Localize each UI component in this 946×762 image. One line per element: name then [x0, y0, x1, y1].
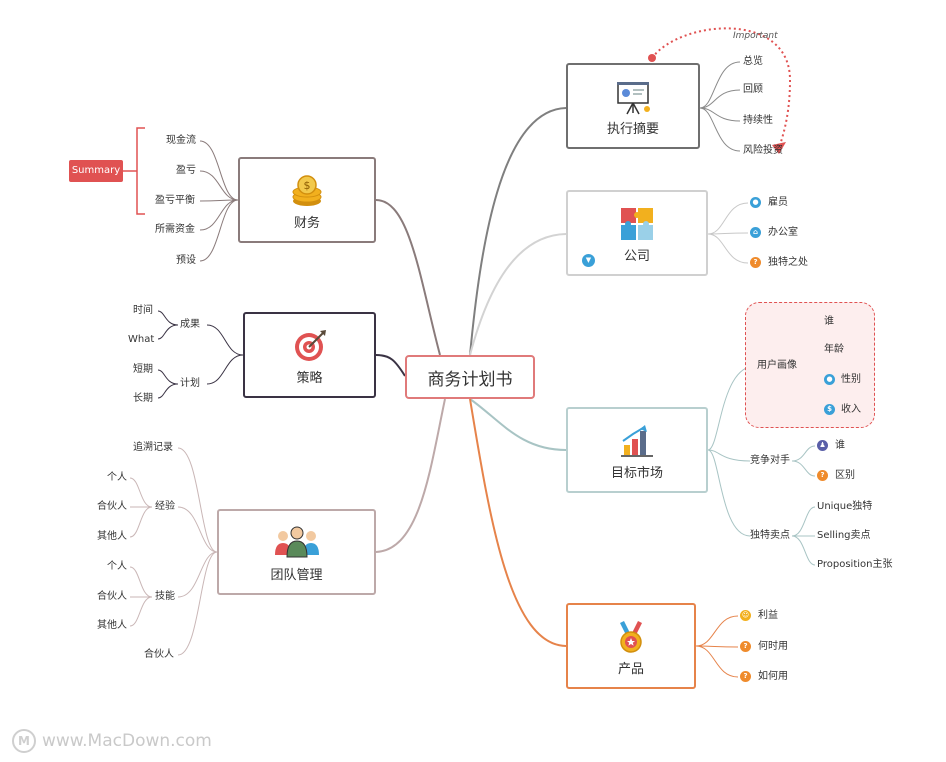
office-home-icon: ⌂	[750, 227, 761, 238]
competitor-who[interactable]: 谁	[835, 440, 845, 451]
branch-company	[469, 233, 567, 356]
central-topic-label: 商务计划书	[427, 369, 513, 390]
team-people-icon	[272, 523, 322, 563]
watermark: M www.MacDown.com	[12, 729, 212, 753]
how-question-icon: ?	[740, 671, 751, 682]
topic-company-label: 公司	[623, 249, 650, 264]
market-persona[interactable]: 用户画像	[757, 360, 797, 371]
experience-individual[interactable]: 个人	[107, 472, 127, 483]
results-what[interactable]: What	[128, 334, 155, 345]
competitor-user-icon: ♟	[817, 440, 828, 451]
usp-proposition[interactable]: Proposition主张	[817, 559, 893, 570]
difference-question-icon: ?	[817, 470, 828, 481]
branch-team	[375, 398, 446, 553]
company-flag-icon: ▼	[582, 254, 595, 267]
watermark-text: www.MacDown.com	[42, 731, 212, 751]
gender-person-icon: ●	[824, 374, 835, 385]
topic-finance-label: 财务	[293, 216, 320, 231]
summary-label[interactable]: Summary	[69, 160, 123, 182]
topic-team-label: 团队管理	[270, 568, 323, 583]
experience-others[interactable]: 其他人	[97, 531, 127, 542]
persona-income[interactable]: 收入	[841, 404, 861, 415]
product-item-when[interactable]: 何时用	[758, 641, 788, 652]
topic-company[interactable]: ▼ 公司	[566, 190, 708, 276]
persona-group-highlight	[745, 302, 875, 428]
finance-item-cashflow[interactable]: 现金流	[166, 135, 196, 146]
plan-long[interactable]: 长期	[133, 393, 153, 404]
company-item-unique[interactable]: 独特之处	[768, 257, 808, 268]
target-icon	[292, 328, 328, 368]
exec-item-review[interactable]: 回顾	[743, 84, 763, 95]
market-competitors[interactable]: 竞争对手	[750, 455, 790, 466]
topic-target-market[interactable]: 目标市场	[566, 407, 708, 493]
exec-item-overview[interactable]: 总览	[743, 56, 763, 67]
puzzle-icon	[619, 206, 655, 246]
finance-item-breakeven[interactable]: 盈亏平衡	[155, 195, 195, 206]
summary-bracket	[136, 127, 145, 215]
finance-item-assumptions[interactable]: 预设	[176, 255, 196, 266]
experience-partner[interactable]: 合伙人	[97, 501, 127, 512]
topic-team[interactable]: 团队管理	[217, 509, 376, 595]
persona-age[interactable]: 年龄	[824, 344, 844, 355]
team-experience[interactable]: 经验	[155, 501, 175, 512]
exec-item-venture[interactable]: 风险投资	[743, 145, 783, 156]
product-item-benefit[interactable]: 利益	[758, 610, 778, 621]
company-item-employees[interactable]: 雇员	[768, 197, 788, 208]
topic-target-market-label: 目标市场	[610, 466, 663, 481]
income-dollar-icon: $	[824, 404, 835, 415]
team-track-record[interactable]: 追溯记录	[133, 442, 173, 453]
topic-product[interactable]: 产品	[566, 603, 696, 689]
presentation-board-icon	[614, 79, 652, 121]
coins-icon: $	[289, 173, 325, 213]
usp-unique[interactable]: Unique独特	[817, 501, 873, 512]
results-time[interactable]: 时间	[133, 305, 153, 316]
skills-individual[interactable]: 个人	[107, 561, 127, 572]
skills-others[interactable]: 其他人	[97, 620, 127, 631]
central-topic[interactable]: 商务计划书	[405, 355, 535, 399]
when-question-icon: ?	[740, 641, 751, 652]
team-skills[interactable]: 技能	[155, 591, 175, 602]
svg-text:$: $	[304, 179, 311, 192]
team-partner[interactable]: 合伙人	[144, 649, 174, 660]
usp-selling[interactable]: Selling卖点	[817, 530, 871, 541]
branch-market	[469, 398, 567, 451]
branch-product	[469, 398, 567, 647]
bar-chart-icon	[619, 423, 655, 463]
benefit-smile-icon: ☺	[740, 610, 751, 621]
strategy-results[interactable]: 成果	[180, 319, 200, 330]
topic-product-label: 产品	[617, 662, 644, 677]
plan-short[interactable]: 短期	[133, 364, 153, 375]
finance-item-pnl[interactable]: 盈亏	[176, 165, 196, 176]
product-item-how[interactable]: 如何用	[758, 671, 788, 682]
topic-strategy[interactable]: 策略	[243, 312, 376, 398]
persona-who[interactable]: 谁	[824, 316, 834, 327]
important-note: Important	[733, 31, 778, 41]
award-medal-icon	[614, 619, 648, 659]
branch-strategy	[375, 354, 406, 377]
topic-strategy-label: 策略	[296, 371, 323, 386]
skills-partner[interactable]: 合伙人	[97, 591, 127, 602]
competitor-difference[interactable]: 区别	[835, 470, 855, 481]
important-arrow	[651, 27, 792, 149]
topic-exec-summary-label: 执行摘要	[606, 122, 659, 137]
finance-item-funding[interactable]: 所需资金	[155, 224, 195, 235]
persona-gender[interactable]: 性别	[841, 374, 861, 385]
branch-finance	[375, 199, 441, 356]
company-item-office[interactable]: 办公室	[768, 227, 798, 238]
topic-exec-summary[interactable]: 执行摘要	[566, 63, 700, 149]
unique-question-icon: ?	[750, 257, 761, 268]
macdown-logo-icon: M	[12, 729, 36, 753]
employee-person-icon: ●	[750, 197, 761, 208]
branch-exec	[469, 107, 567, 356]
exec-item-continuity[interactable]: 持续性	[743, 115, 773, 126]
strategy-plan[interactable]: 计划	[180, 378, 200, 389]
topic-finance[interactable]: $ 财务	[238, 157, 376, 243]
market-usp[interactable]: 独特卖点	[750, 530, 790, 541]
